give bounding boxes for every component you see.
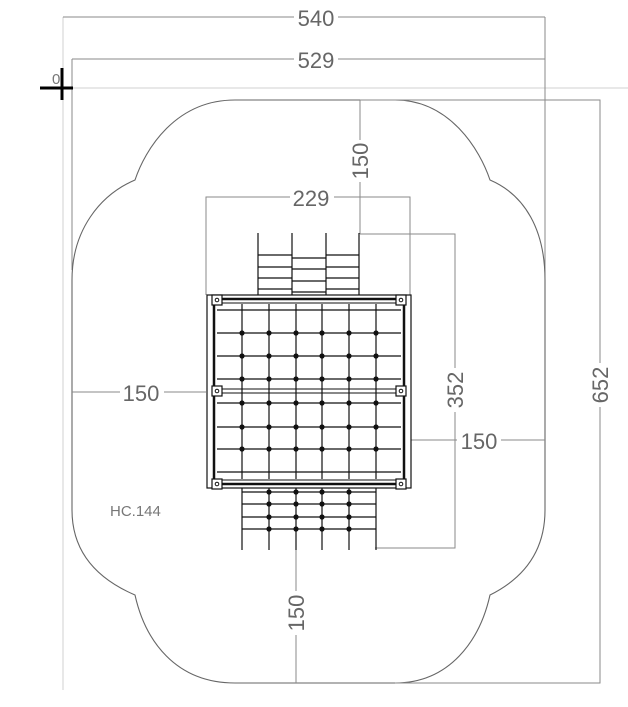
bolt-dot — [346, 489, 352, 495]
bolt-dot — [239, 330, 245, 336]
dim-structure-depth: 352 — [443, 372, 468, 409]
post-bolt-icon — [214, 388, 220, 394]
post-icon — [211, 478, 223, 490]
bolt-dot — [346, 424, 352, 430]
origin-marker-icon: 0 — [40, 68, 73, 100]
bolt-dot — [266, 446, 272, 452]
bolt-dot — [319, 526, 325, 532]
origin-label: 0 — [52, 71, 60, 88]
bolt-dot — [293, 424, 299, 430]
dimension-labels: 540 529 150 229 150 352 150 652 150 — [120, 5, 613, 635]
bolt-dot — [373, 424, 379, 430]
bolt-dot — [266, 353, 272, 359]
bolt-dot — [266, 501, 272, 507]
bolt-dot — [293, 446, 299, 452]
bolt-dot — [373, 446, 379, 452]
bolt-dot — [319, 446, 325, 452]
bolt-dot — [266, 489, 272, 495]
dim-bottom-clearance: 150 — [284, 595, 309, 632]
bolt-dot — [293, 501, 299, 507]
bolt-dot — [346, 330, 352, 336]
bolt-dot — [293, 353, 299, 359]
bolt-dot — [346, 526, 352, 532]
play-structure — [206, 233, 412, 550]
bolt-dot — [346, 376, 352, 382]
bolt-dot — [266, 514, 272, 520]
bolt-dot — [319, 400, 325, 406]
post-icon — [211, 385, 223, 397]
dim-right-clearance: 150 — [461, 429, 498, 454]
bolt-dot — [346, 514, 352, 520]
extension-lines — [62, 17, 628, 690]
bolt-dot — [239, 424, 245, 430]
bolt-dot — [319, 514, 325, 520]
post-icon — [395, 385, 407, 397]
bolt-dot — [239, 400, 245, 406]
bolt-dot — [319, 353, 325, 359]
post-bolt-icon — [214, 297, 220, 303]
bolt-dot — [319, 376, 325, 382]
bolt-dot — [266, 424, 272, 430]
bolt-dot — [373, 330, 379, 336]
bolt-dot — [373, 400, 379, 406]
dim-inner-width: 529 — [298, 48, 335, 73]
deck-frame — [206, 294, 412, 489]
bolt-dot — [293, 330, 299, 336]
post-bolt-icon — [398, 481, 404, 487]
bolt-dot — [239, 376, 245, 382]
bolt-dot — [266, 330, 272, 336]
bolt-dot — [266, 400, 272, 406]
bolt-dot — [373, 353, 379, 359]
dim-overall-depth: 652 — [588, 367, 613, 404]
post-icon — [211, 294, 223, 306]
bolt-dot — [319, 330, 325, 336]
post-bolt-icon — [398, 388, 404, 394]
bolt-dot — [239, 353, 245, 359]
bolt-dot — [319, 501, 325, 507]
bolt-dot — [346, 353, 352, 359]
bolt-dot — [319, 424, 325, 430]
bolt-dot — [293, 526, 299, 532]
bolt-dot — [373, 376, 379, 382]
dim-top-clearance: 150 — [348, 143, 373, 180]
dim-overall-width: 540 — [298, 6, 335, 31]
post-icon — [395, 294, 407, 306]
dim-left-clearance: 150 — [123, 381, 160, 406]
post-bolt-icon — [214, 481, 220, 487]
bolt-dot — [346, 446, 352, 452]
post-bolt-icon — [398, 297, 404, 303]
bolt-dot — [266, 376, 272, 382]
bolt-dot — [266, 526, 272, 532]
model-label: HC.144 — [110, 503, 161, 520]
post-icon — [395, 478, 407, 490]
bolt-dot — [293, 489, 299, 495]
bolt-dot — [293, 400, 299, 406]
bolt-dot — [346, 400, 352, 406]
dim-structure-width: 229 — [293, 186, 330, 211]
bolt-dot — [346, 501, 352, 507]
bolt-dot — [319, 489, 325, 495]
bolt-dot — [239, 446, 245, 452]
bolt-dot — [293, 514, 299, 520]
bolt-dot — [293, 376, 299, 382]
